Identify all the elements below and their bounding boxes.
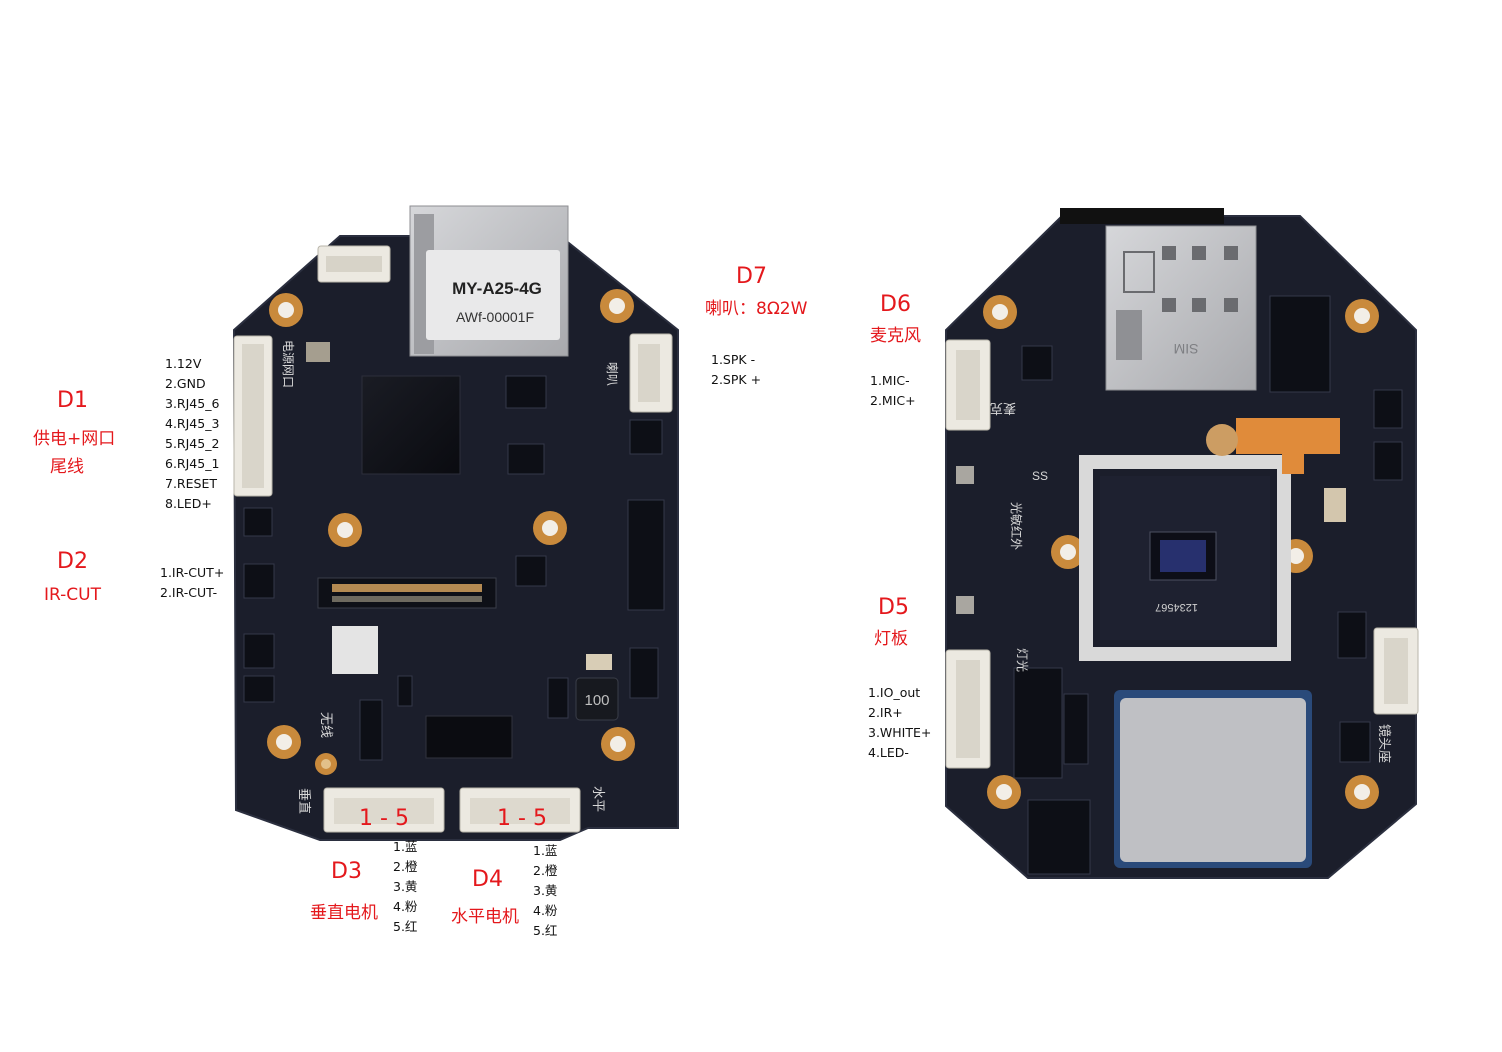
- d4-pin-list: 1.蓝 2.橙 3.黄 4.粉 5.红: [533, 841, 557, 941]
- silk-power-net: 电源网口: [281, 340, 295, 388]
- d1-pin: 6.RJ45_1: [165, 456, 220, 471]
- sd-card-label-1: MY-A25-4G: [452, 279, 542, 298]
- left-board: MY-A25-4G AWf-00001F: [232, 205, 679, 841]
- lens-mount-area: 1234567: [1079, 455, 1291, 661]
- silk-vertical: 垂直: [296, 788, 311, 814]
- d7-pin: 1.SPK -: [711, 352, 756, 367]
- right-mounting-holes: [983, 295, 1379, 809]
- d1-pin: 5.RJ45_2: [165, 436, 220, 451]
- d4-connector-range: 1 - 5: [497, 806, 547, 831]
- d1-pin: 7.RESET: [165, 476, 217, 491]
- d5-pin: 2.IR+: [868, 705, 903, 720]
- photo-sensor: [1206, 424, 1238, 456]
- silk-light: 灯光: [1015, 648, 1029, 672]
- d4-pin: 5.红: [533, 923, 558, 938]
- silk-stamp: SS: [1032, 469, 1048, 483]
- right-passive-components: [1013, 295, 1403, 875]
- d4-pin: 2.橙: [533, 863, 558, 878]
- d3-pin: 2.橙: [393, 859, 418, 874]
- d3-pin: 4.粉: [393, 899, 418, 914]
- fpc-connector: [317, 577, 497, 609]
- capacitor-tan: [586, 654, 612, 670]
- d2-pin-list: 1.IR-CUT+ 2.IR-CUT-: [160, 563, 224, 603]
- right-board: SIM 1234567: [945, 208, 1419, 879]
- left-passive-components: [243, 375, 665, 761]
- d2-code: D2: [57, 549, 88, 574]
- d1-desc-line2: 尾线: [50, 457, 84, 477]
- d6-pin: 1.MIC-: [870, 373, 910, 388]
- d1-pin: 2.GND: [165, 376, 206, 391]
- silk-sensor-number: 1234567: [1155, 601, 1198, 613]
- d6-pin: 2.MIC+: [870, 393, 916, 408]
- d4-connector: [459, 787, 581, 833]
- d2-desc: IR-CUT: [44, 585, 101, 605]
- d4-pin: 4.粉: [533, 903, 558, 918]
- d1-pin: 3.RJ45_6: [165, 396, 220, 411]
- wireless-module: [1114, 690, 1312, 868]
- d5-pin: 1.IO_out: [868, 685, 921, 700]
- motor-driver-chip: [425, 715, 513, 759]
- d3-connector: [323, 787, 445, 833]
- d4-code: D4: [472, 867, 503, 892]
- d6-pin-list: 1.MIC- 2.MIC+: [870, 371, 916, 411]
- d2-pin: 2.IR-CUT-: [160, 585, 218, 600]
- silk-horizontal: 水平: [590, 786, 605, 812]
- silk-lens: 镜头座: [1376, 724, 1391, 763]
- silk-mic: 麦克: [990, 400, 1016, 415]
- d3-pin-list: 1.蓝 2.橙 3.黄 4.粉 5.红: [393, 837, 417, 937]
- d6-desc: 麦克风: [870, 326, 921, 346]
- crystal: [306, 342, 330, 362]
- sim-card-slot: SIM: [1105, 225, 1257, 391]
- d3-code: D3: [331, 859, 362, 884]
- d4-desc: 水平电机: [451, 907, 519, 927]
- d3-pin: 3.黄: [393, 879, 418, 894]
- d5-code: D5: [878, 595, 909, 620]
- d4-pin: 1.蓝: [533, 843, 558, 858]
- lens-connector: [1373, 627, 1419, 715]
- d7-code: D7: [736, 264, 767, 289]
- d3-connector-range: 1 - 5: [359, 806, 409, 831]
- d5-pin: 4.LED-: [868, 745, 909, 760]
- d1-pin: 8.LED+: [165, 496, 212, 511]
- d1-pin-list: 1.12V 2.GND 3.RJ45_6 4.RJ45_3 5.RJ45_2 6…: [165, 354, 219, 514]
- d1-pin: 4.RJ45_3: [165, 416, 220, 431]
- d3-desc: 垂直电机: [310, 903, 378, 923]
- sd-card-slot: MY-A25-4G AWf-00001F: [409, 205, 569, 357]
- d6-connector: [945, 339, 991, 431]
- d7-desc: 喇叭：8Ω2W: [705, 299, 808, 319]
- d7-pin: 2.SPK +: [711, 372, 762, 387]
- inductor: 100: [575, 677, 619, 721]
- d1-pin: 1.12V: [165, 356, 202, 371]
- d5-desc: 灯板: [874, 629, 908, 649]
- d5-pin-list: 1.IO_out 2.IR+ 3.WHITE+ 4.LED-: [868, 683, 931, 763]
- d7-pin-list: 1.SPK - 2.SPK +: [711, 350, 761, 390]
- d6-code: D6: [880, 292, 911, 317]
- sd-card-label-2: AWf-00001F: [456, 309, 534, 325]
- d1-connector: [233, 335, 273, 497]
- silk-speaker: 喇叭: [605, 362, 620, 386]
- d1-desc-line1: 供电+网口: [33, 429, 116, 449]
- silk-wireless: 无线: [318, 712, 333, 738]
- module-sticker: [332, 626, 378, 674]
- d2-pin: 1.IR-CUT+: [160, 565, 225, 580]
- antenna-connector: [315, 753, 337, 775]
- d5-pin: 3.WHITE+: [868, 725, 932, 740]
- d3-pin: 5.红: [393, 919, 418, 934]
- d5-connector: [945, 649, 991, 769]
- inductor-marking: 100: [584, 692, 609, 709]
- d1-code: D1: [57, 388, 88, 413]
- d4-pin: 3.黄: [533, 883, 558, 898]
- d7-connector: [629, 333, 673, 413]
- d3-pin: 1.蓝: [393, 839, 418, 854]
- main-soc-chip: [361, 375, 461, 475]
- silk-ir: 光敏红外: [1009, 502, 1024, 550]
- left-mounting-holes: [267, 289, 635, 761]
- silk-sim: SIM: [1174, 341, 1199, 357]
